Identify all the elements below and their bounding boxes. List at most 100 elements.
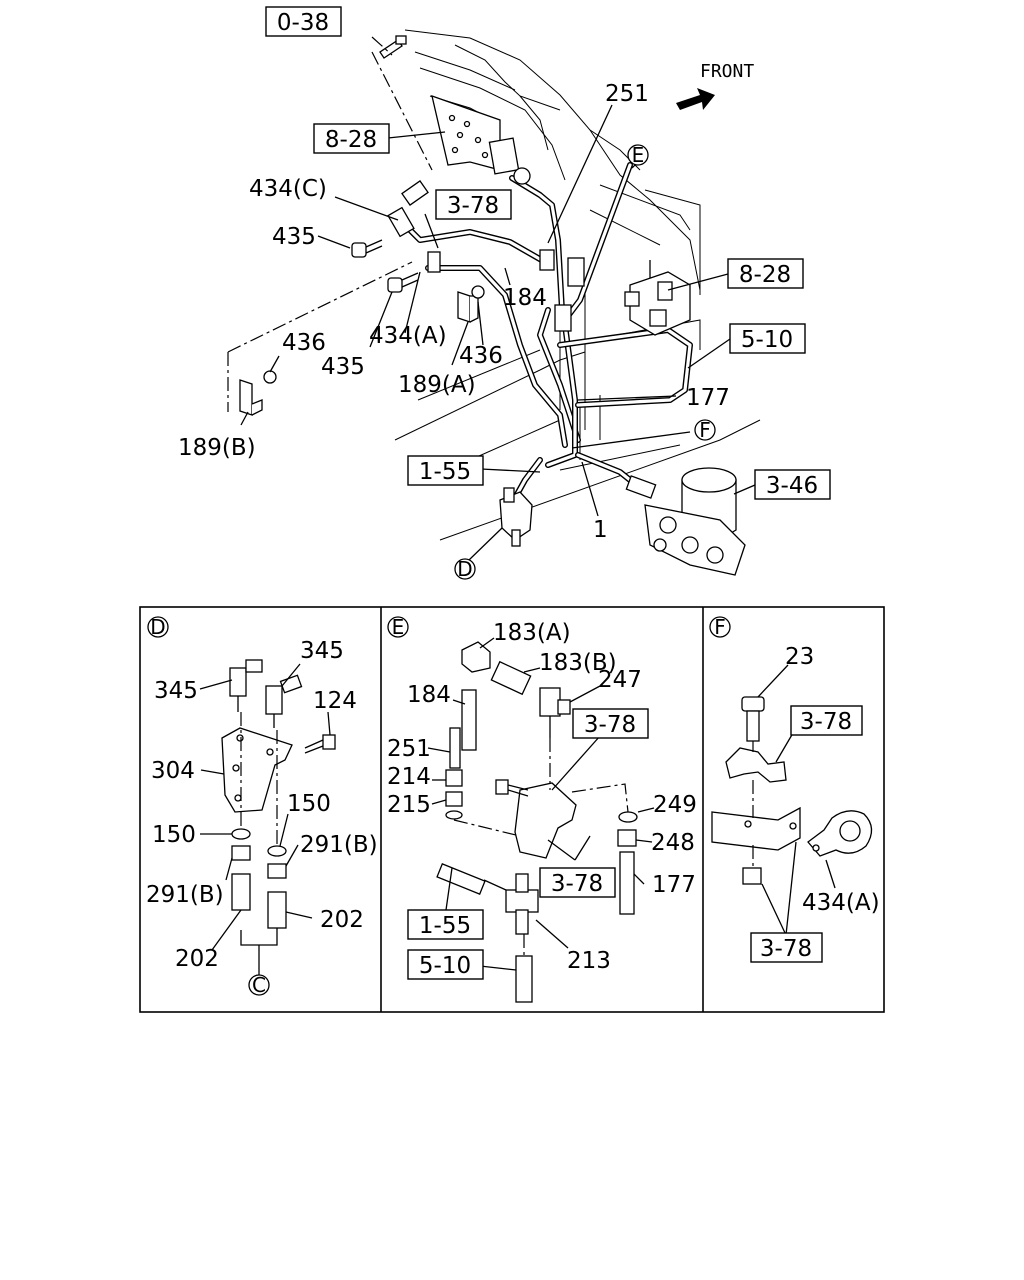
part-number-251: 251 [605, 81, 649, 107]
part-number-183a: 183(A) [493, 620, 571, 646]
part-number-183b: 183(B) [539, 650, 617, 676]
part-number-150-left: 150 [152, 822, 196, 848]
callout-f[interactable]: F [694, 418, 716, 442]
panel-e-leader-lines [427, 637, 655, 971]
svg-text:1-55: 1-55 [419, 913, 471, 939]
bracket-189b [239, 370, 277, 416]
fitting-345-left [229, 659, 263, 712]
svg-text:8-28: 8-28 [739, 262, 791, 288]
panel-f-leader-lines [752, 664, 836, 936]
part-number-436-right: 436 [459, 343, 503, 369]
svg-text:5-10: 5-10 [741, 327, 793, 353]
front-direction-indicator: FRONT [676, 61, 754, 110]
svg-text:3-46: 3-46 [766, 473, 818, 499]
ref-box-8-28-left[interactable]: 8-28 [313, 123, 390, 154]
clip-434a [807, 810, 873, 857]
air-dryer [644, 467, 746, 576]
part-number-184: 184 [503, 285, 547, 311]
bolt-23 [741, 696, 765, 742]
connector-183b [490, 660, 532, 696]
bolt-435-lower [387, 272, 419, 293]
callout-d[interactable]: D [454, 557, 476, 581]
ref-box-3-78-lower[interactable]: 3-78 [539, 867, 616, 898]
fitting-177 [619, 851, 635, 915]
part-number-202-left: 202 [175, 946, 219, 972]
ref-box-3-78-upper[interactable]: 3-78 [572, 708, 649, 739]
svg-text:3-78: 3-78 [584, 712, 636, 738]
part-number-202-right: 202 [320, 907, 364, 933]
spacer-202-right [267, 891, 287, 929]
part-number-436-left: 436 [282, 330, 326, 356]
part-number-177: 177 [686, 385, 730, 411]
part-number-251: 251 [387, 736, 431, 762]
part-number-434a: 434(A) [802, 890, 880, 916]
part-number-189b: 189(B) [178, 435, 256, 461]
detail-panel-f: F 23 434(A) 3-78 [709, 615, 880, 963]
part-number-304: 304 [151, 758, 195, 784]
part-number-291b-right: 291(B) [300, 832, 378, 858]
bolt-124 [304, 734, 336, 754]
svg-text:C: C [252, 973, 266, 997]
tee-fitting-247 [539, 687, 571, 738]
tee-fitting-213 [505, 873, 539, 935]
part-number-1: 1 [593, 517, 608, 543]
ref-box-0-38[interactable]: 0-38 [265, 6, 342, 37]
hose-clamps [387, 167, 657, 499]
nut-215 [445, 791, 463, 807]
relay-valve-right [624, 260, 691, 336]
washer-249 [618, 811, 638, 823]
svg-text:E: E [632, 143, 645, 167]
spacer-202-left [231, 873, 251, 911]
nut-214 [445, 769, 463, 787]
main-assembly-view: FRONT [178, 6, 831, 581]
svg-text:3-78: 3-78 [800, 709, 852, 735]
panel-d-leader-lines [199, 663, 331, 975]
svg-text:D: D [457, 557, 472, 581]
ref-box-3-78-top[interactable]: 3-78 [435, 189, 512, 220]
detail-panel-d: D [146, 615, 378, 997]
part-number-124: 124 [313, 688, 357, 714]
svg-text:5-10: 5-10 [419, 953, 471, 979]
nut-291b-right [267, 863, 287, 879]
svg-text:8-28: 8-28 [325, 127, 377, 153]
part-number-214: 214 [387, 764, 431, 790]
ref-box-1-55[interactable]: 1-55 [407, 455, 484, 486]
bracket-3-78 [711, 806, 801, 851]
part-number-249: 249 [653, 792, 697, 818]
bolt-bracket [495, 779, 529, 797]
ref-box-5-10[interactable]: 5-10 [729, 323, 806, 354]
bolt-0-38 [379, 35, 407, 59]
ref-box-8-28-right[interactable]: 8-28 [727, 258, 804, 289]
relay-valve-plate [431, 94, 501, 171]
bolt-435-upper [351, 239, 383, 258]
ref-box-5-10[interactable]: 5-10 [407, 949, 484, 980]
ref-box-1-55[interactable]: 1-55 [407, 909, 484, 940]
ref-box-3-78-upper[interactable]: 3-78 [790, 705, 863, 736]
part-number-345-left: 345 [154, 678, 198, 704]
callout-c[interactable]: C [248, 973, 270, 997]
washer-215 [445, 810, 463, 820]
panel-d-header: D [147, 615, 169, 639]
part-number-291b-left: 291(B) [146, 882, 224, 908]
nut-291b-left [231, 845, 251, 861]
part-number-435-lower: 435 [321, 354, 365, 380]
callout-e[interactable]: E [627, 143, 649, 167]
plate-bolt-holes [448, 114, 489, 159]
front-label: FRONT [700, 61, 754, 82]
part-number-23: 23 [785, 644, 814, 670]
part-number-213: 213 [567, 948, 611, 974]
panel-e-header: E [387, 615, 409, 639]
bracket-304 [221, 727, 293, 813]
pipe-5-10 [515, 955, 533, 1003]
three-way-connector [499, 487, 533, 547]
svg-text:1-55: 1-55 [419, 459, 471, 485]
hose-1-55 [436, 863, 486, 895]
ref-box-3-78-lower[interactable]: 3-78 [750, 932, 823, 963]
hose-184 [461, 689, 477, 751]
svg-text:E: E [392, 615, 405, 639]
ref-box-3-46[interactable]: 3-46 [754, 469, 831, 500]
svg-text:F: F [714, 615, 726, 639]
part-number-248: 248 [651, 830, 695, 856]
clamp-3-78 [725, 747, 787, 783]
